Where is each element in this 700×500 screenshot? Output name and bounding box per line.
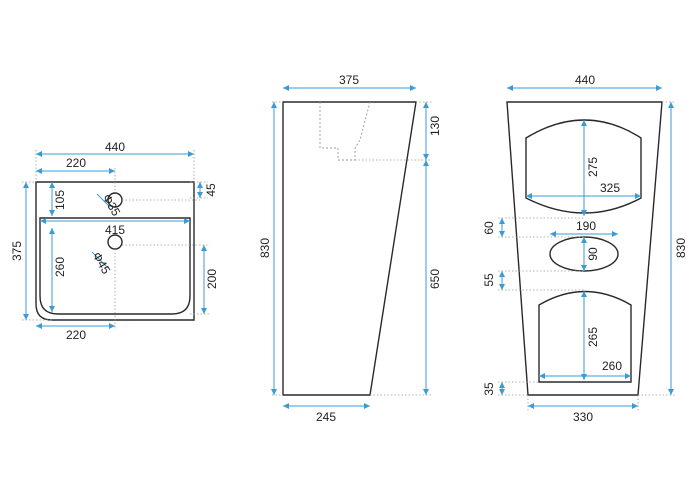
label-bowl-height: 130 (428, 116, 442, 136)
upper-opening (525, 119, 642, 214)
drain-hole (107, 234, 123, 250)
label-side-overall-height: 830 (258, 238, 272, 258)
bowl-hidden-profile (319, 101, 371, 161)
top-view: 440 220 375 105 Φ35 45 415 Φ45 260 200 2… (10, 140, 219, 342)
label-bottom-margin: 35 (482, 382, 496, 396)
label-bowl-depth: 260 (53, 257, 67, 277)
pedestal-side-outline (282, 101, 417, 396)
label-overall-depth: 375 (10, 241, 24, 261)
label-width-to-drain: 220 (66, 328, 86, 342)
label-top-depth: 375 (339, 73, 359, 87)
label-rim-to-bowl: 45 (204, 183, 218, 197)
basin-outer-outline (35, 181, 195, 321)
label-upper-opening-width: 325 (600, 181, 620, 195)
label-width-to-tap: 220 (66, 156, 86, 170)
label-front-top-width: 440 (575, 73, 595, 87)
basin-bowl-outline (39, 217, 191, 315)
label-base-depth: 245 (316, 410, 336, 424)
label-front-to-drain: 200 (205, 269, 219, 289)
label-overall-width: 440 (105, 140, 125, 154)
label-bowl-width: 415 (105, 223, 125, 237)
label-front-overall-height: 830 (674, 238, 688, 258)
dim-leader-35 (96, 193, 111, 208)
label-oval-height: 90 (586, 247, 600, 261)
label-drain-diameter: Φ45 (90, 250, 114, 277)
label-upper-opening-height: 275 (586, 157, 600, 177)
label-back-to-tap: 105 (53, 190, 67, 210)
label-gap-below-oval: 55 (482, 273, 496, 287)
lower-opening (538, 290, 632, 383)
side-view: 375 130 830 650 245 (258, 73, 442, 424)
label-lower-opening-width: 260 (602, 359, 622, 373)
label-lower-opening-height: 265 (586, 327, 600, 347)
label-gap-above-oval: 60 (482, 221, 496, 235)
front-view: 440 275 325 190 90 60 55 265 260 35 830 … (482, 73, 688, 424)
label-pedestal-height: 650 (428, 269, 442, 289)
label-base-width: 330 (573, 410, 593, 424)
label-oval-width: 190 (576, 219, 596, 233)
dim-leader-45 (91, 251, 109, 269)
